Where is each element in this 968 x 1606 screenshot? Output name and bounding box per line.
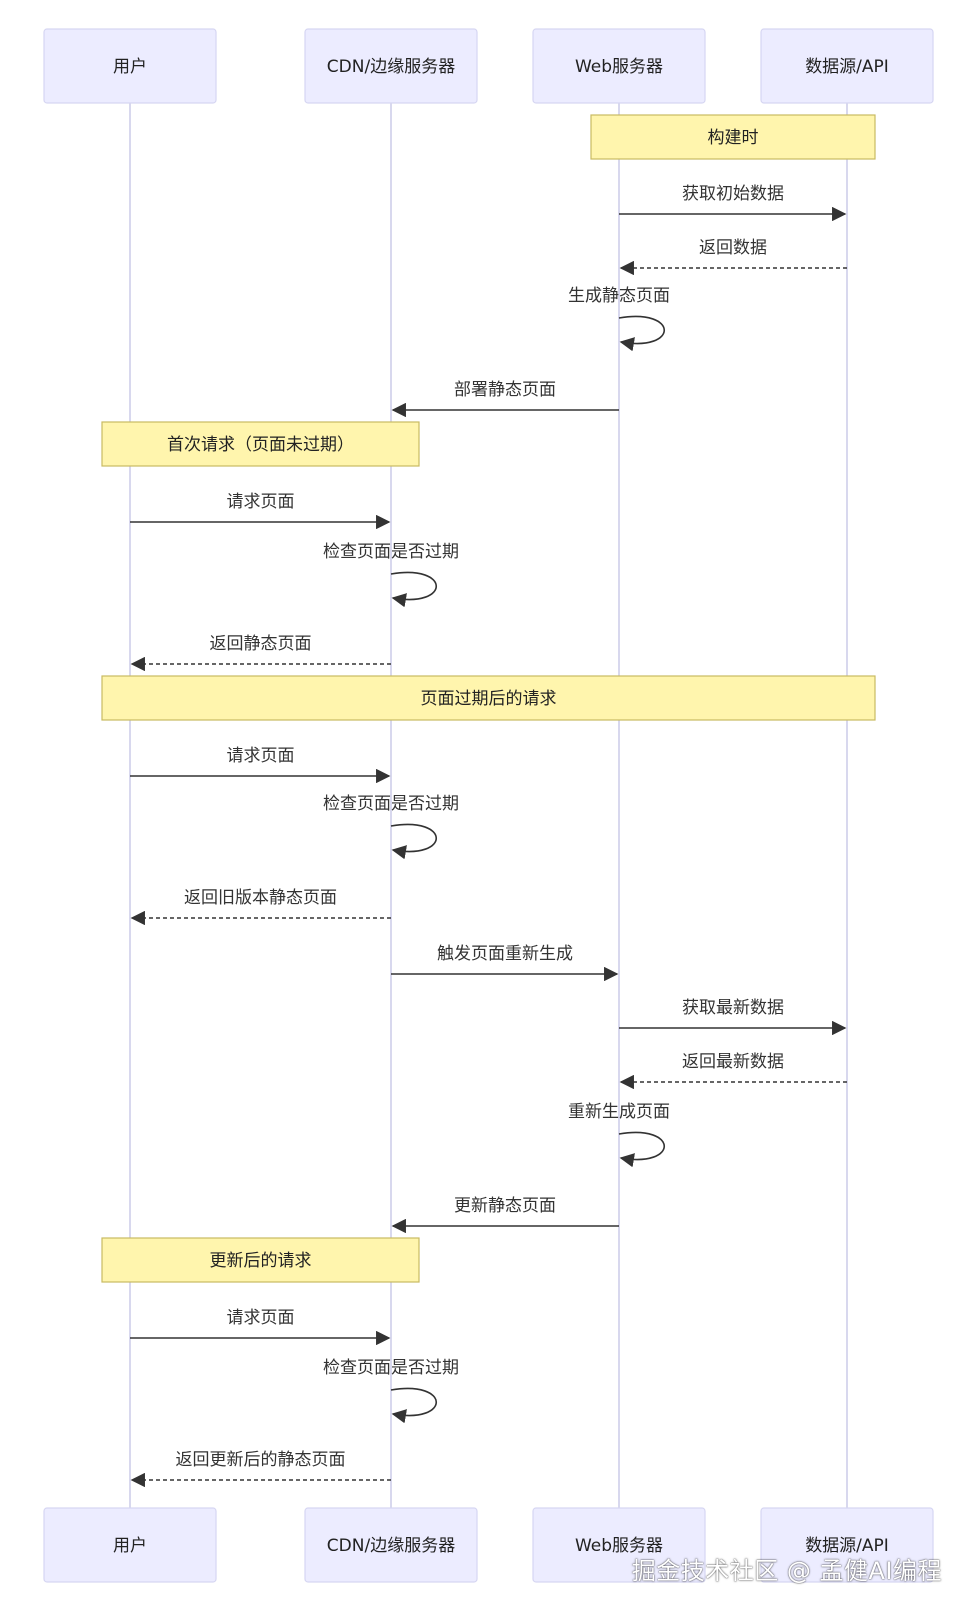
self-loop-arrow-20 <box>390 1387 437 1424</box>
message-label-21: 返回更新后的静态页面 <box>176 1450 346 1470</box>
note-box-0 <box>590 114 876 160</box>
actor-label-top-2: Web服务器 <box>575 57 663 77</box>
watermark: 掘金技术社区 @ 孟健AI编程 <box>631 1557 942 1585</box>
self-loop-label-16: 重新生成页面 <box>568 1102 670 1122</box>
message-label-12: 返回旧版本静态页面 <box>184 888 337 908</box>
actor-label-top-1: CDN/边缘服务器 <box>327 57 455 77</box>
self-loop-arrow-3 <box>618 315 665 352</box>
self-loop-arrow-7 <box>390 571 437 608</box>
note-text-9: 页面过期后的请求 <box>421 689 557 709</box>
actor-label-bottom-3: 数据源/API <box>805 1536 889 1556</box>
message-label-6: 请求页面 <box>227 492 295 512</box>
actor-box-bottom-1 <box>304 1507 478 1583</box>
self-loop-label-7: 检查页面是否过期 <box>323 542 459 562</box>
actor-label-bottom-0: 用户 <box>113 1536 147 1556</box>
self-loop-label-3: 生成静态页面 <box>568 286 670 306</box>
actor-box-top-3 <box>760 28 934 104</box>
actor-box-top-1 <box>304 28 478 104</box>
self-loop-label-11: 检查页面是否过期 <box>323 794 459 814</box>
message-label-19: 请求页面 <box>227 1308 295 1328</box>
message-label-4: 部署静态页面 <box>454 380 556 400</box>
message-label-2: 返回数据 <box>699 238 767 258</box>
actor-label-bottom-1: CDN/边缘服务器 <box>327 1536 455 1556</box>
actor-label-top-3: 数据源/API <box>805 57 889 77</box>
self-loop-label-20: 检查页面是否过期 <box>323 1358 459 1378</box>
actor-box-top-2 <box>532 28 706 104</box>
message-label-10: 请求页面 <box>227 746 295 766</box>
actor-box-top-0 <box>43 28 217 104</box>
message-label-14: 获取最新数据 <box>682 998 784 1018</box>
actor-box-bottom-0 <box>43 1507 217 1583</box>
message-label-13: 触发页面重新生成 <box>437 944 573 964</box>
note-text-5: 首次请求（页面未过期） <box>167 435 354 455</box>
note-text-0: 构建时 <box>708 128 759 148</box>
message-label-8: 返回静态页面 <box>210 634 312 654</box>
note-box-5 <box>101 421 420 467</box>
message-label-15: 返回最新数据 <box>682 1052 784 1072</box>
self-loop-arrow-11 <box>390 823 437 860</box>
note-box-9 <box>101 675 876 721</box>
message-label-1: 获取初始数据 <box>682 184 784 204</box>
self-loop-arrow-16 <box>618 1131 665 1168</box>
message-label-17: 更新静态页面 <box>454 1196 556 1216</box>
actor-label-top-0: 用户 <box>113 57 147 77</box>
actor-box-bottom-3 <box>760 1507 934 1583</box>
actor-box-bottom-2 <box>532 1507 706 1583</box>
actor-label-bottom-2: Web服务器 <box>575 1536 663 1556</box>
note-box-18 <box>101 1237 420 1283</box>
note-text-18: 更新后的请求 <box>210 1251 312 1271</box>
